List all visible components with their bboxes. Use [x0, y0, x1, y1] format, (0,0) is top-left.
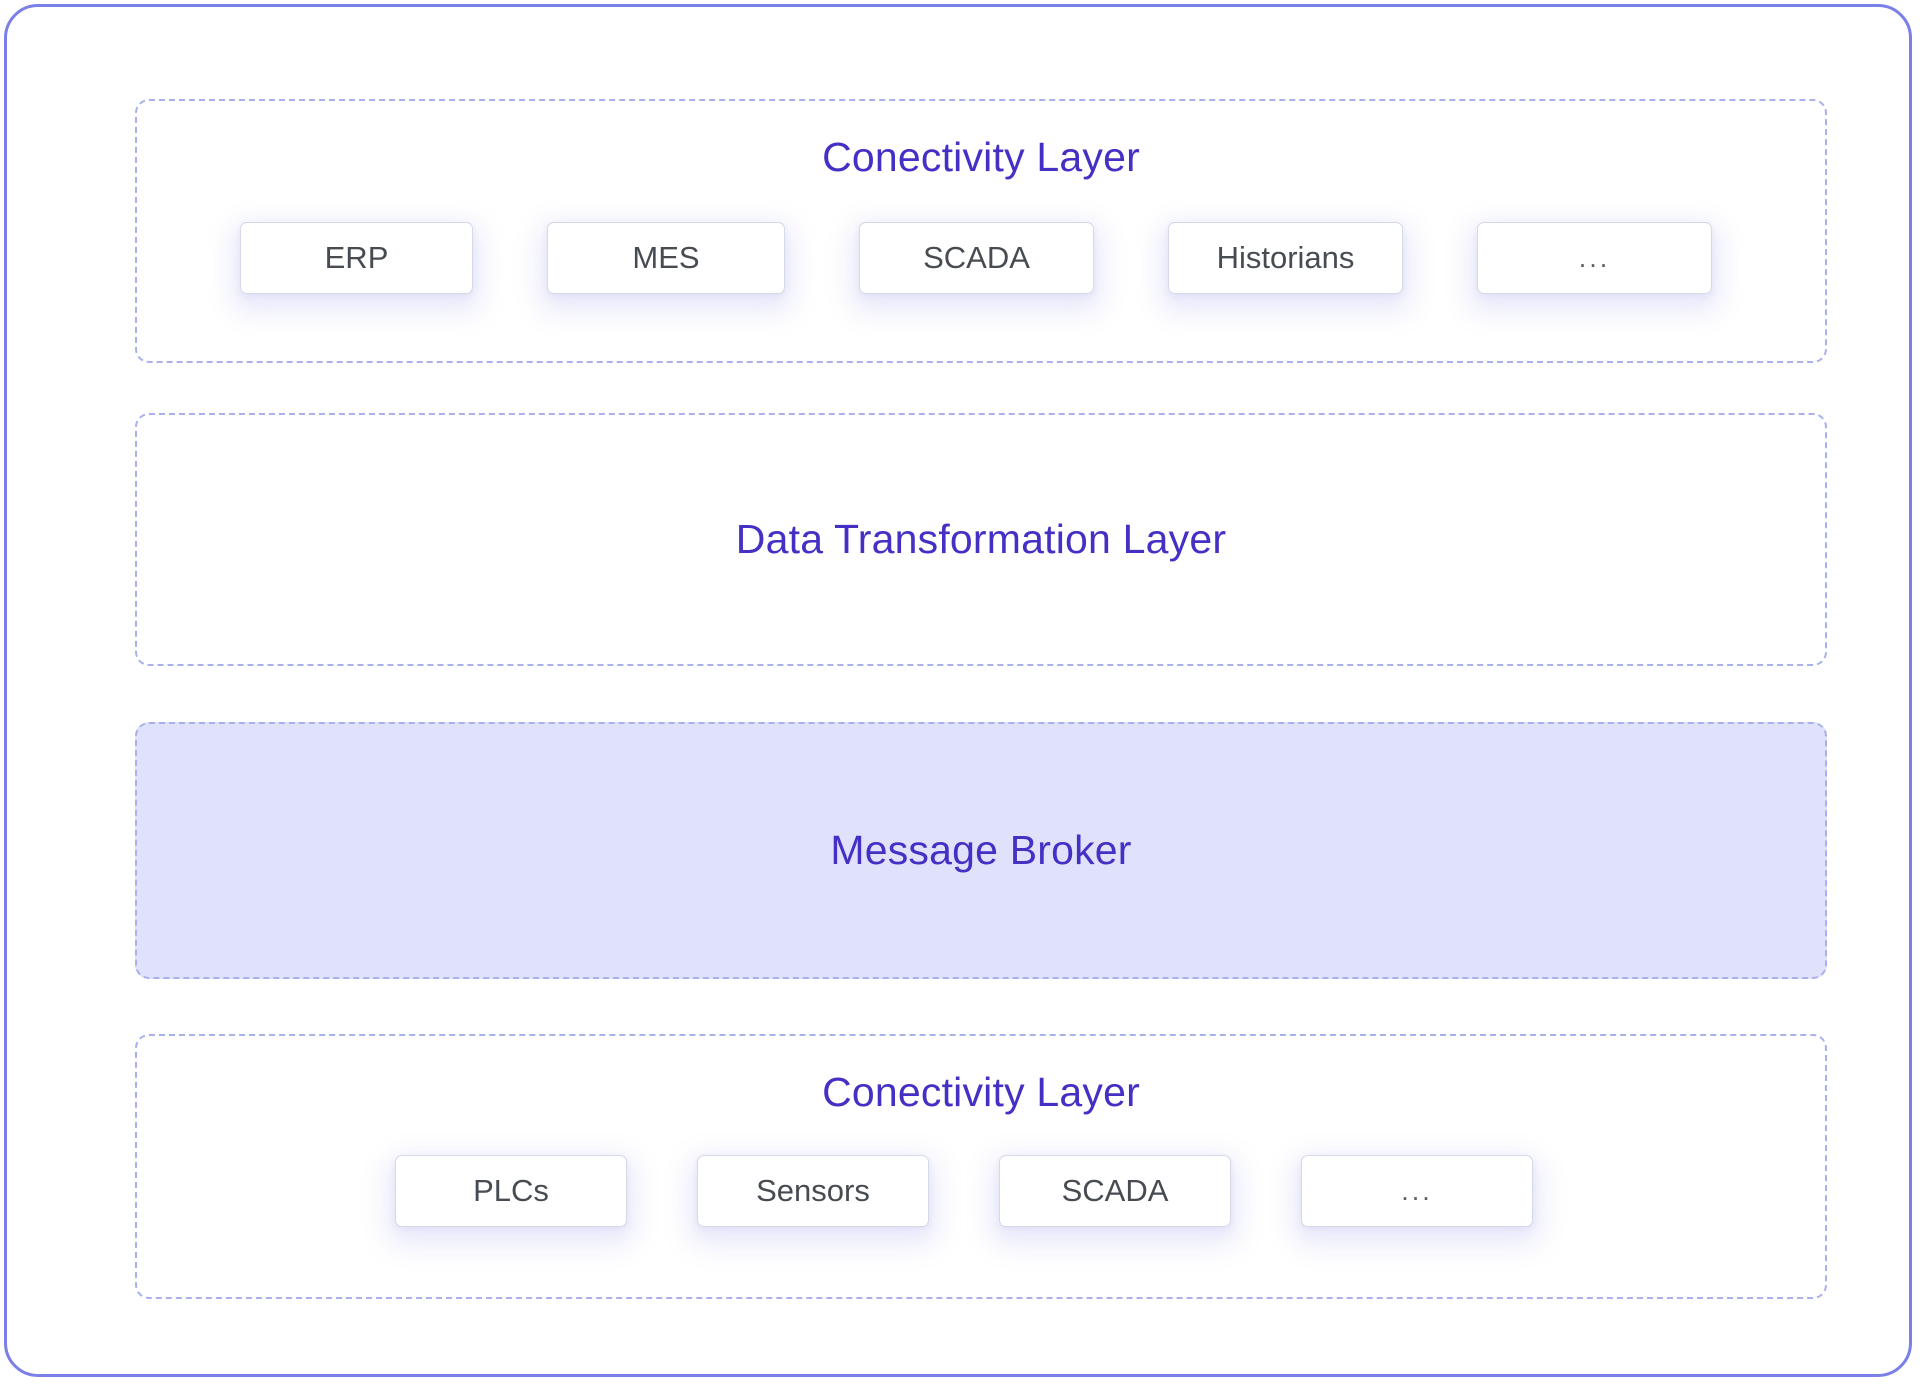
node-scada-bottom[interactable]: SCADA: [999, 1155, 1231, 1227]
diagram-layers-container: Conectivity Layer ERP MES SCADA Historia…: [135, 99, 1827, 1307]
layer-title-message-broker: Message Broker: [830, 827, 1132, 873]
node-more-top[interactable]: ...: [1477, 222, 1712, 294]
node-erp[interactable]: ERP: [240, 222, 473, 294]
node-historians[interactable]: Historians: [1168, 222, 1403, 294]
diagram-outer-frame: Conectivity Layer ERP MES SCADA Historia…: [4, 4, 1912, 1377]
layer-title-data-transformation: Data Transformation Layer: [735, 516, 1227, 562]
node-row-connectivity-bottom: PLCs Sensors SCADA ...: [137, 1155, 1825, 1227]
node-mes[interactable]: MES: [547, 222, 785, 294]
layer-connectivity-bottom: Conectivity Layer PLCs Sensors SCADA ...: [135, 1034, 1827, 1299]
layer-title-connectivity-bottom: Conectivity Layer: [822, 1069, 1140, 1115]
node-row-connectivity-top: ERP MES SCADA Historians ...: [137, 222, 1825, 294]
node-sensors[interactable]: Sensors: [697, 1155, 929, 1227]
node-scada-top[interactable]: SCADA: [859, 222, 1094, 294]
layer-title-connectivity-top: Conectivity Layer: [822, 134, 1140, 180]
layer-message-broker: Message Broker: [135, 722, 1827, 979]
layer-connectivity-top: Conectivity Layer ERP MES SCADA Historia…: [135, 99, 1827, 363]
node-more-bottom[interactable]: ...: [1301, 1155, 1533, 1227]
layer-data-transformation: Data Transformation Layer: [135, 413, 1827, 666]
node-plcs[interactable]: PLCs: [395, 1155, 627, 1227]
